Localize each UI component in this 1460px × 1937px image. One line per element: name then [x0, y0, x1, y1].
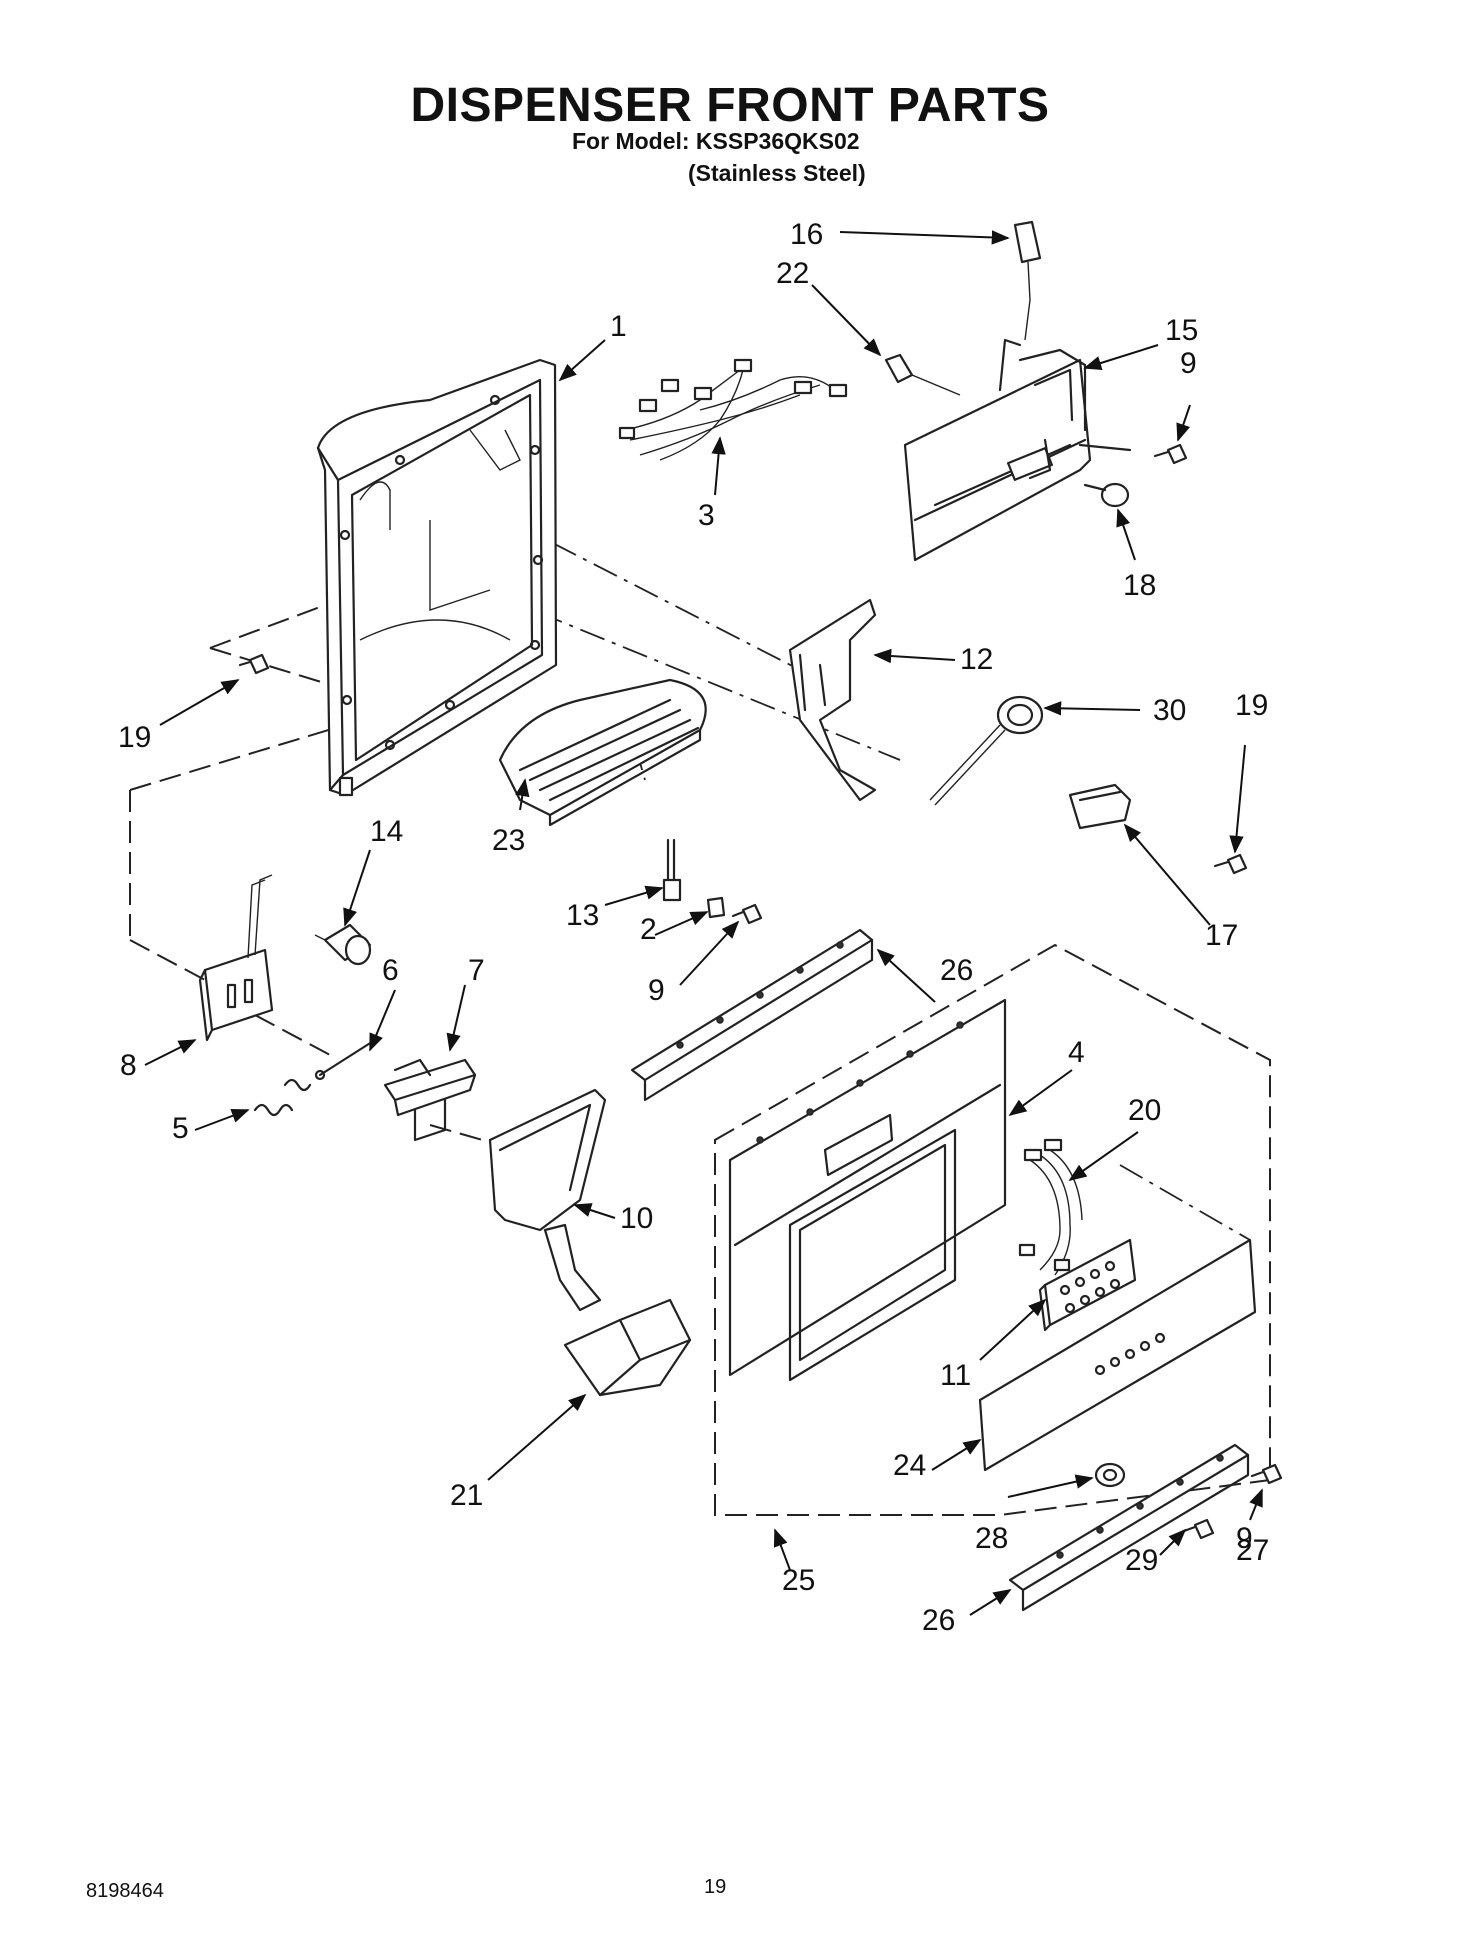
- part-21-chute: [563, 1298, 692, 1397]
- callout-18: 18: [1123, 569, 1156, 602]
- callout-13: 13: [566, 899, 599, 932]
- part-12-lever: [788, 598, 877, 802]
- part-4-front-panel: [728, 998, 1007, 1382]
- part-28-lens: [1094, 1462, 1126, 1488]
- part-10-chute-lever: [488, 1088, 607, 1312]
- callout-numbers: 1 2 3 4 5 6 7 8 9 9 9 10 11 12 13 14 15 …: [118, 218, 1269, 1637]
- callout-11: 11: [940, 1359, 971, 1392]
- model-number: For Model: KSSP36QKS02: [572, 128, 860, 154]
- part-3-wire-harness: [618, 358, 848, 461]
- part-15-bracket: [903, 338, 1132, 562]
- screw-right: [1213, 853, 1248, 875]
- callout-26-upper: 26: [940, 954, 973, 987]
- part-26-upper-rail: [630, 928, 874, 1102]
- callout-5: 5: [172, 1112, 189, 1145]
- callout-12: 12: [960, 643, 993, 676]
- callout-21: 21: [450, 1479, 483, 1512]
- callout-16: 16: [790, 218, 823, 251]
- part-14-capacitor: [314, 923, 372, 966]
- callout-22: 22: [776, 257, 809, 290]
- screw-27: [1250, 1463, 1283, 1485]
- part-8-control-box: [198, 874, 274, 1042]
- part-13-clip: [662, 838, 682, 902]
- part-6-pin: [314, 1038, 377, 1081]
- callout-14: 14: [370, 815, 403, 848]
- part-20-harness: [1018, 1138, 1083, 1276]
- callout-25: 25: [782, 1564, 815, 1597]
- callout-9-top: 9: [1180, 347, 1197, 380]
- callout-20: 20: [1128, 1094, 1161, 1127]
- screw-middle: [731, 903, 763, 925]
- page-title: DISPENSER FRONT PARTS: [410, 79, 1050, 132]
- callout-7: 7: [468, 954, 485, 987]
- callout-3: 3: [698, 499, 715, 532]
- callout-2: 2: [640, 913, 657, 946]
- callout-9-middle: 9: [648, 974, 665, 1007]
- page-number: 19: [704, 1876, 727, 1898]
- part-30-motor: [929, 695, 1044, 806]
- callout-29: 29: [1125, 1544, 1158, 1577]
- callout-30: 30: [1153, 694, 1186, 727]
- part-1-dispenser-housing: [316, 358, 558, 797]
- callout-4: 4: [1068, 1036, 1085, 1069]
- callout-28: 28: [975, 1522, 1008, 1555]
- model-material: (Stainless Steel): [688, 160, 866, 186]
- part-5-springs: [253, 1078, 312, 1117]
- callout-6: 6: [382, 954, 399, 987]
- callout-8: 8: [120, 1049, 137, 1082]
- part-26-lower-rail: [1008, 1443, 1250, 1612]
- part-17-switch: [1068, 783, 1132, 830]
- callout-19-left: 19: [118, 721, 151, 754]
- callout-17: 17: [1205, 919, 1238, 952]
- part-16-switch: [1013, 220, 1042, 341]
- callout-27: 27: [1236, 1534, 1269, 1567]
- document-number: 8198464: [86, 1880, 164, 1902]
- callout-26-lower: 26: [922, 1604, 955, 1637]
- part-7-actuator: [383, 1058, 477, 1142]
- part-18-solenoid: [1083, 482, 1130, 508]
- callout-15: 15: [1165, 314, 1198, 347]
- leader-lines: [144, 230, 1263, 1616]
- part-22-cap: [884, 353, 961, 396]
- screw-top-right: [1153, 443, 1188, 465]
- part-23-drip-tray: [498, 678, 707, 827]
- callout-10: 10: [620, 1202, 653, 1235]
- callout-9-bottom: 9: [1236, 1522, 1253, 1555]
- callout-23: 23: [492, 824, 525, 857]
- callout-19-right: 19: [1235, 689, 1268, 722]
- screw-left: [238, 653, 270, 675]
- screw-29: [1182, 1518, 1215, 1540]
- part-24-overlay: [978, 1238, 1257, 1472]
- part-2-clip: [706, 896, 726, 919]
- callout-1: 1: [610, 310, 627, 343]
- callout-24: 24: [893, 1449, 926, 1482]
